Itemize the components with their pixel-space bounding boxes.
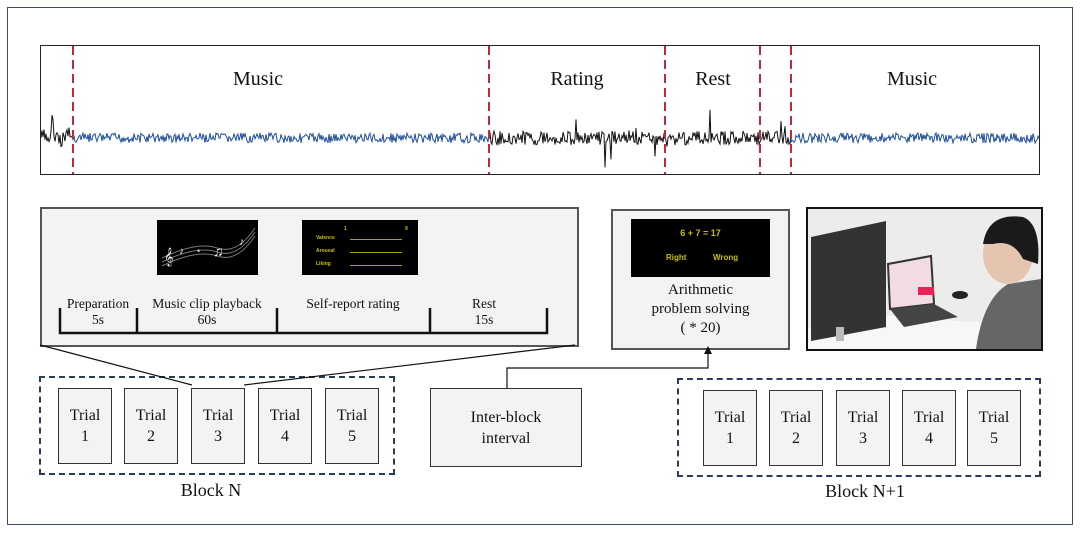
segment-label-music: Music [233,68,283,90]
outer-frame [7,7,1073,525]
scale-max: 9 [405,226,408,232]
signal-segment-music-2 [790,131,1040,145]
rating-item-arousal: Arousal [316,248,335,254]
svg-text:♫: ♫ [213,245,224,260]
block-n1-label: Block N+1 [825,481,905,501]
arithmetic-screen: 6 + 7 = 17 Right Wrong [631,219,770,277]
segment-label-rest: Rest [695,68,731,90]
liking-slider [350,265,402,266]
equation-text: 6 + 7 = 17 [680,228,721,238]
timeline-axis [58,308,549,335]
eeg-signal-panel [40,45,1040,175]
rating-item-liking: Liking [316,261,331,267]
arousal-slider [350,252,402,253]
block-n-group [39,376,395,475]
svg-text:•: • [197,246,200,256]
block-n-label: Block N [180,480,242,500]
signal-segment-music [72,131,490,145]
scale-min: 1 [344,226,347,232]
phase-self-report: Self-report rating [306,296,400,311]
rating-item-valence: Valence [316,235,335,241]
valence-slider [350,239,402,240]
option-right: Right [666,253,687,262]
participant-photo [806,207,1043,351]
music-screen-image: 𝄞 ♪ • ♫ ♪ [157,220,258,275]
signal-segment-baseline [40,115,74,148]
participant-photo-illustration [808,209,1041,349]
eeg-signal-trace [40,46,1040,174]
svg-text:♪: ♪ [239,236,245,248]
rating-screen-image: 1 9 Valence Arousal Liking [302,220,418,275]
block-n1-group [677,378,1041,477]
svg-text:𝄞: 𝄞 [164,248,173,267]
segment-label-rating: Rating [550,68,604,90]
svg-text:♪: ♪ [179,246,184,257]
option-wrong: Wrong [713,253,739,262]
segment-label-music-2: Music [887,68,937,90]
signal-segment-rating-rest [488,109,792,168]
music-notes-icon: 𝄞 ♪ • ♫ ♪ [161,227,256,267]
